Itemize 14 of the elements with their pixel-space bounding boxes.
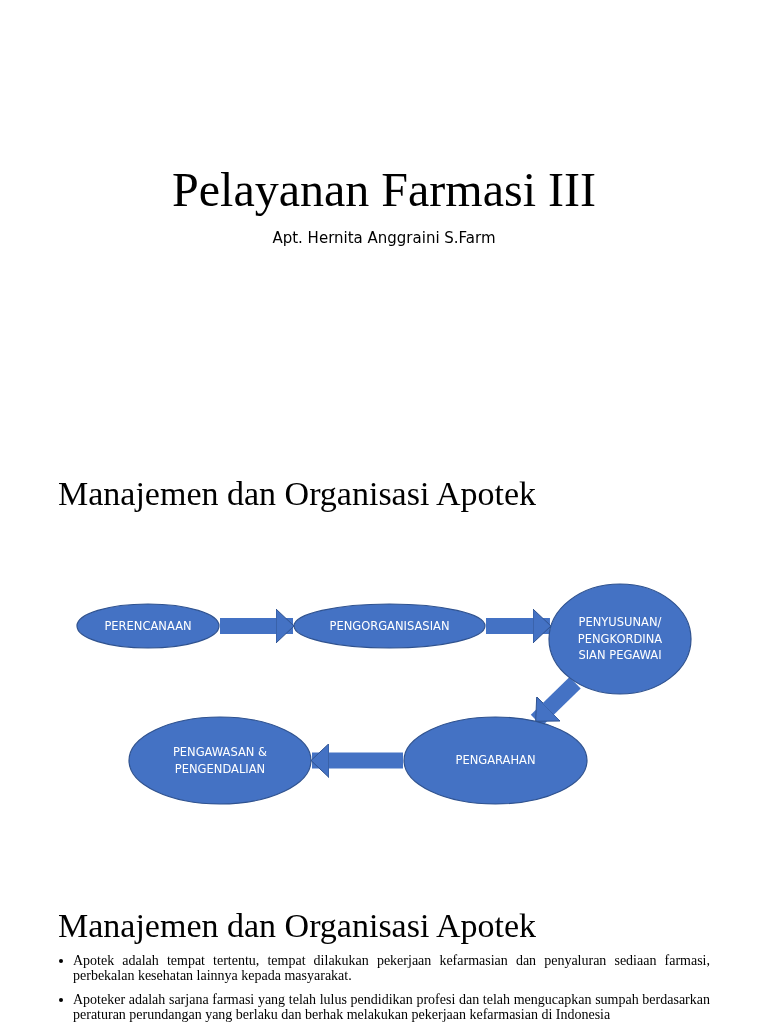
slide-heading: Manajemen dan Organisasi Apotek: [58, 907, 537, 945]
block-arrow: [310, 743, 403, 778]
node-label: PENGAWASAN & PENGENDALIAN: [171, 743, 269, 778]
node-label: PENGORGANISASIAN: [329, 617, 450, 635]
block-arrow: [220, 608, 295, 644]
slide-heading: Manajemen dan Organisasi Apotek: [58, 475, 537, 513]
block-arrow: [486, 608, 552, 644]
bullet-text: Apotek adalah tempat tertentu, tempat dilakukan pekerjaan kefarmasian dan penyaluran sediaan farmasi, perbekalan kesehatan lainnya kepada masyarakat.: [73, 953, 710, 984]
slide-title: Pelayanan Farmasi III: [171, 162, 597, 217]
subtitle: Apt. Hernita Anggraini S.Farm: [271, 229, 497, 247]
bullet-text: Apoteker adalah sarjana farmasi yang telah lulus pendidikan profesi dan telah mengucapkan sumpah berdasarkan peraturan perundangan yang berlaku dan berhak melakukan pekerjaan kefarmasian di Indonesia: [73, 991, 710, 1023]
node-label: PENGARAHAN: [455, 752, 536, 769]
node-label: PERENCANAAN: [104, 617, 192, 635]
node-label: PENYUSUNAN/ PENGKORDINA SIAN PEGAWAI: [576, 614, 664, 664]
